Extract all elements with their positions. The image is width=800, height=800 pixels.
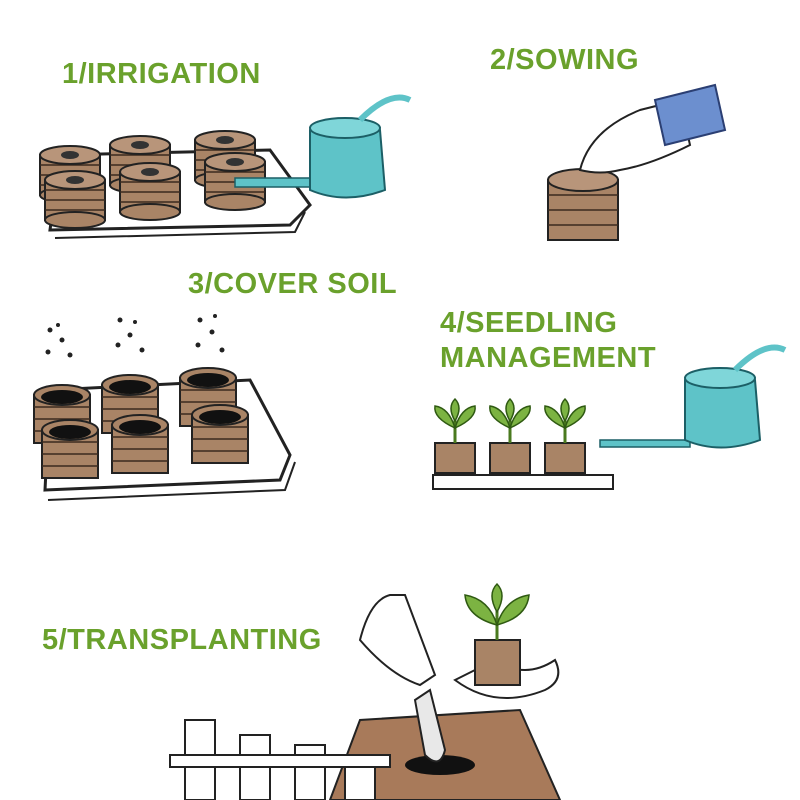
step-5-title: 5/TRANSPLANTING	[42, 624, 322, 656]
seedling-management-illustration	[432, 348, 785, 490]
cover-soil-illustration	[33, 314, 296, 501]
transplanting-illustration	[169, 582, 562, 800]
step-4-title: 4/SEEDLING	[440, 307, 618, 339]
step-3-title: 3/COVER SOIL	[188, 268, 398, 300]
irrigation-illustration	[39, 98, 410, 239]
step-4-title-line2: MANAGEMENT	[440, 342, 657, 374]
sowing-illustration	[547, 83, 727, 241]
step-1-title: 1/IRRIGATION	[62, 58, 261, 90]
step-2-title: 2/SOWING	[490, 44, 640, 76]
